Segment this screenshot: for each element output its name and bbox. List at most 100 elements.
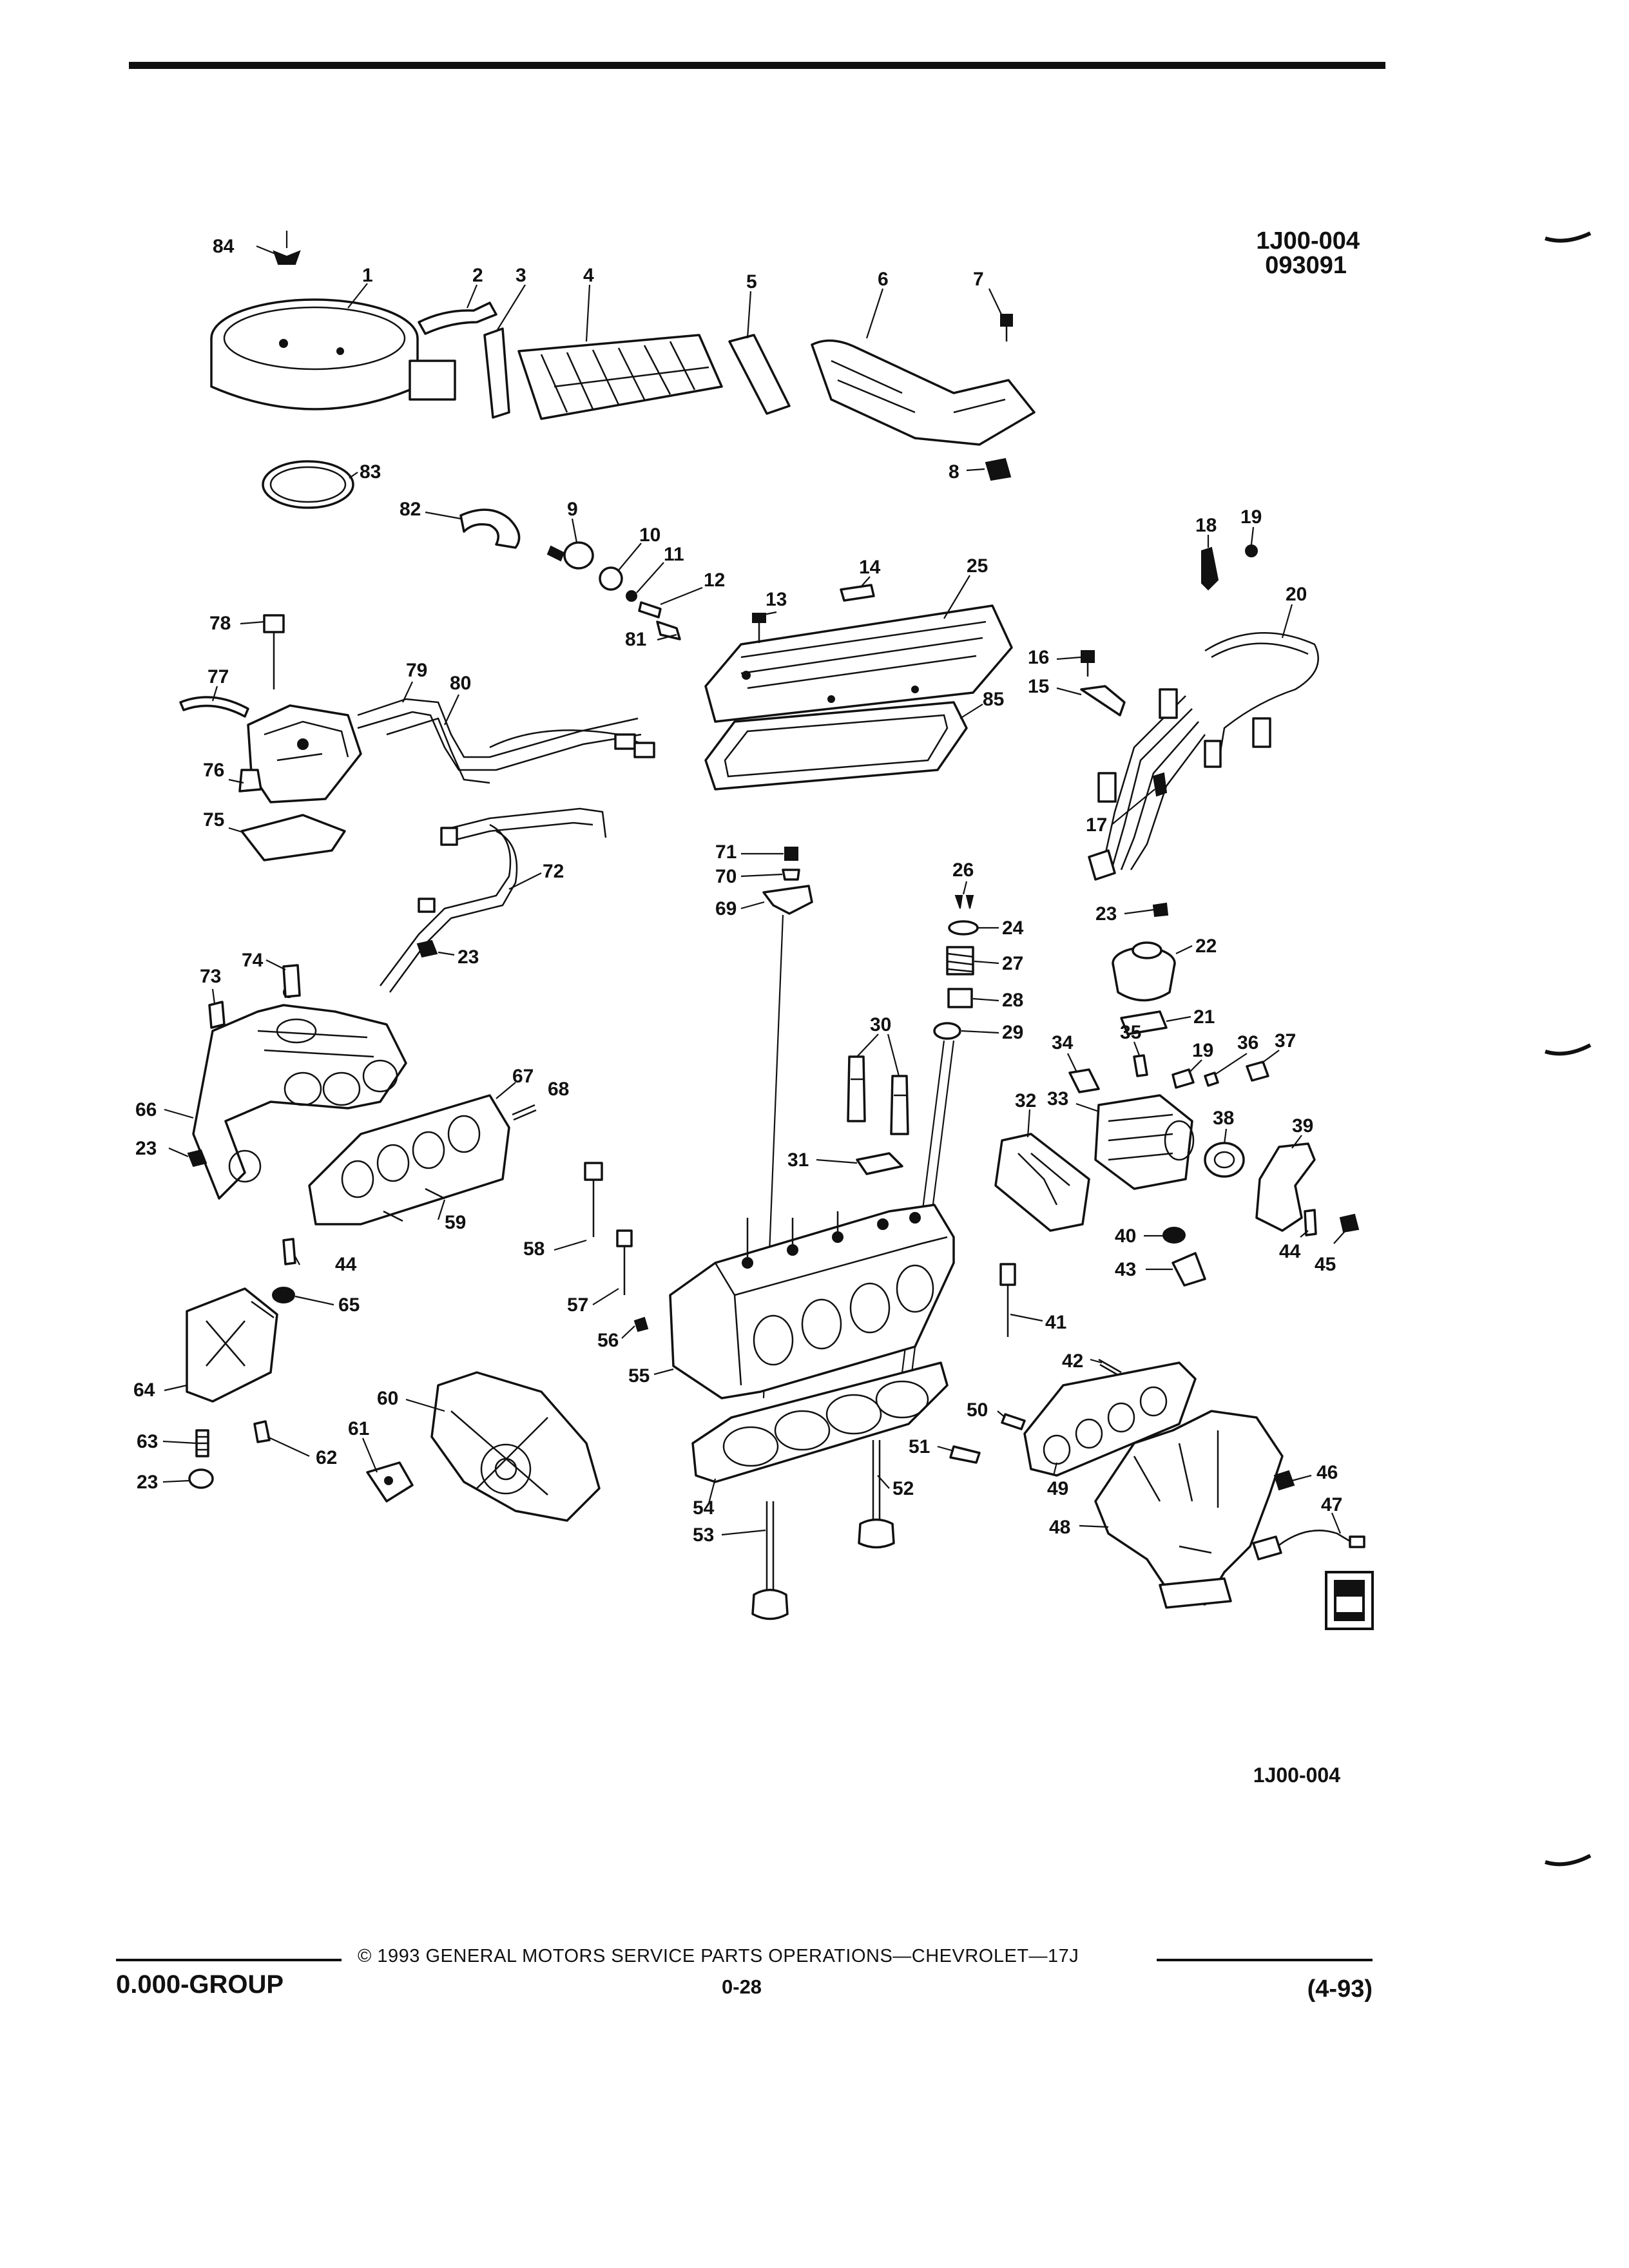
clip-17 [1152,772,1168,797]
callout-56: 56 [597,1330,619,1351]
pin-14 [840,584,875,602]
callout-63: 63 [137,1431,158,1452]
callout-23b: 23 [1095,903,1117,925]
callout-71: 71 [715,841,737,863]
callout-40: 40 [1115,1225,1136,1247]
callout-74: 74 [242,950,264,971]
callout-43: 43 [1115,1259,1136,1280]
nut-23c [187,1149,207,1168]
callout-leader-lines [162,245,1346,1536]
callout-83: 83 [360,461,381,483]
footer-page-number: 0-28 [722,1975,762,1998]
clip-8 [985,457,1012,481]
callout-66: 66 [135,1099,157,1120]
bolt-7 [1000,314,1013,341]
vacuum-pipe-72 [380,807,607,993]
spark-plug-wire-set [1088,631,1319,881]
callout-17: 17 [1086,814,1107,836]
callout-36: 36 [1237,1032,1258,1053]
seal-29 [933,1022,961,1040]
callout-26: 26 [952,860,974,881]
plug-36 [1204,1072,1219,1087]
top-rule [129,62,1385,69]
water-pump-bracket [430,1371,601,1522]
callout-20: 20 [1286,584,1307,605]
callout-76: 76 [203,760,224,781]
thermostat-housing [1255,1142,1316,1232]
gm-spo-logo [1325,1571,1374,1630]
intake-manifold-gasket [308,1094,510,1225]
stud-44b [282,1238,296,1265]
callout-23d: 23 [137,1472,158,1493]
footer-copyright: © 1993 GENERAL MOTORS SERVICE PARTS OPER… [358,1946,1079,1966]
callout-23a: 23 [458,947,479,968]
callout-60: 60 [377,1388,398,1409]
date-code: 093091 [1265,252,1347,279]
stud-44a [1304,1209,1317,1236]
footer-rule-left [116,1959,342,1961]
callout-70: 70 [715,866,737,887]
callout-35: 35 [1120,1022,1141,1043]
callout-84: 84 [213,236,235,257]
callout-57: 57 [567,1294,588,1316]
callout-24: 24 [1002,918,1024,939]
nut-23a [416,939,438,958]
callout-44b: 44 [335,1254,357,1275]
stud-68 [512,1104,537,1121]
callout-52: 52 [892,1478,914,1499]
callout-23c: 23 [135,1138,157,1159]
callout-50: 50 [967,1399,988,1421]
callout-62: 62 [316,1447,337,1468]
egr-gasket [1120,1010,1168,1035]
callout-labels: 84 1 2 3 4 5 6 7 8 83 82 9 10 11 12 81 1… [133,236,1342,1546]
callout-75: 75 [203,809,224,831]
callout-80: 80 [450,673,471,694]
callout-54: 54 [693,1497,715,1519]
fitting-74 [282,964,301,998]
callout-1: 1 [362,265,373,286]
callout-45: 45 [1315,1254,1336,1275]
throttle-body [238,704,362,803]
nut-71 [784,847,798,861]
cylinder-head [669,1204,955,1399]
valve-cover [704,604,1013,723]
hose-77 [179,696,249,718]
bolt-16 [1081,650,1095,677]
callout-69: 69 [715,898,737,919]
bracket-15 [1080,685,1126,716]
callout-19a: 19 [1240,506,1262,528]
air-cleaner-assembly [210,298,456,410]
bracket-31 [856,1152,903,1175]
callout-47: 47 [1321,1494,1342,1515]
callout-21: 21 [1193,1006,1215,1028]
air-inlet-duct [811,339,1036,446]
callout-79: 79 [406,660,427,681]
pcv-valve [546,541,594,570]
intake-valve [751,1501,789,1620]
rocker-arm [762,885,813,915]
stud-57 [616,1229,633,1295]
callout-85: 85 [983,689,1004,710]
nut-19a [1245,544,1258,557]
head-bolt-58 [584,1162,603,1237]
stud-63 [195,1429,209,1457]
callout-5: 5 [746,271,757,293]
callout-16: 16 [1028,647,1049,668]
fitting-35 [1133,1054,1148,1077]
bolt-62 [253,1420,271,1443]
callout-77: 77 [207,666,229,687]
callout-15: 15 [1028,676,1049,697]
retainer-24 [948,920,979,936]
damper-28 [947,988,973,1008]
valve-spring [946,946,974,975]
pcv-hose [459,508,521,549]
callout-37: 37 [1275,1030,1296,1052]
bracket-18 [1201,546,1219,591]
nut-40 [1162,1227,1186,1244]
exhaust-valve [858,1440,895,1549]
bolt-13 [752,613,766,643]
callout-53: 53 [693,1524,714,1546]
callout-55: 55 [628,1365,650,1387]
callout-58: 58 [523,1238,545,1260]
callout-3: 3 [516,265,526,286]
